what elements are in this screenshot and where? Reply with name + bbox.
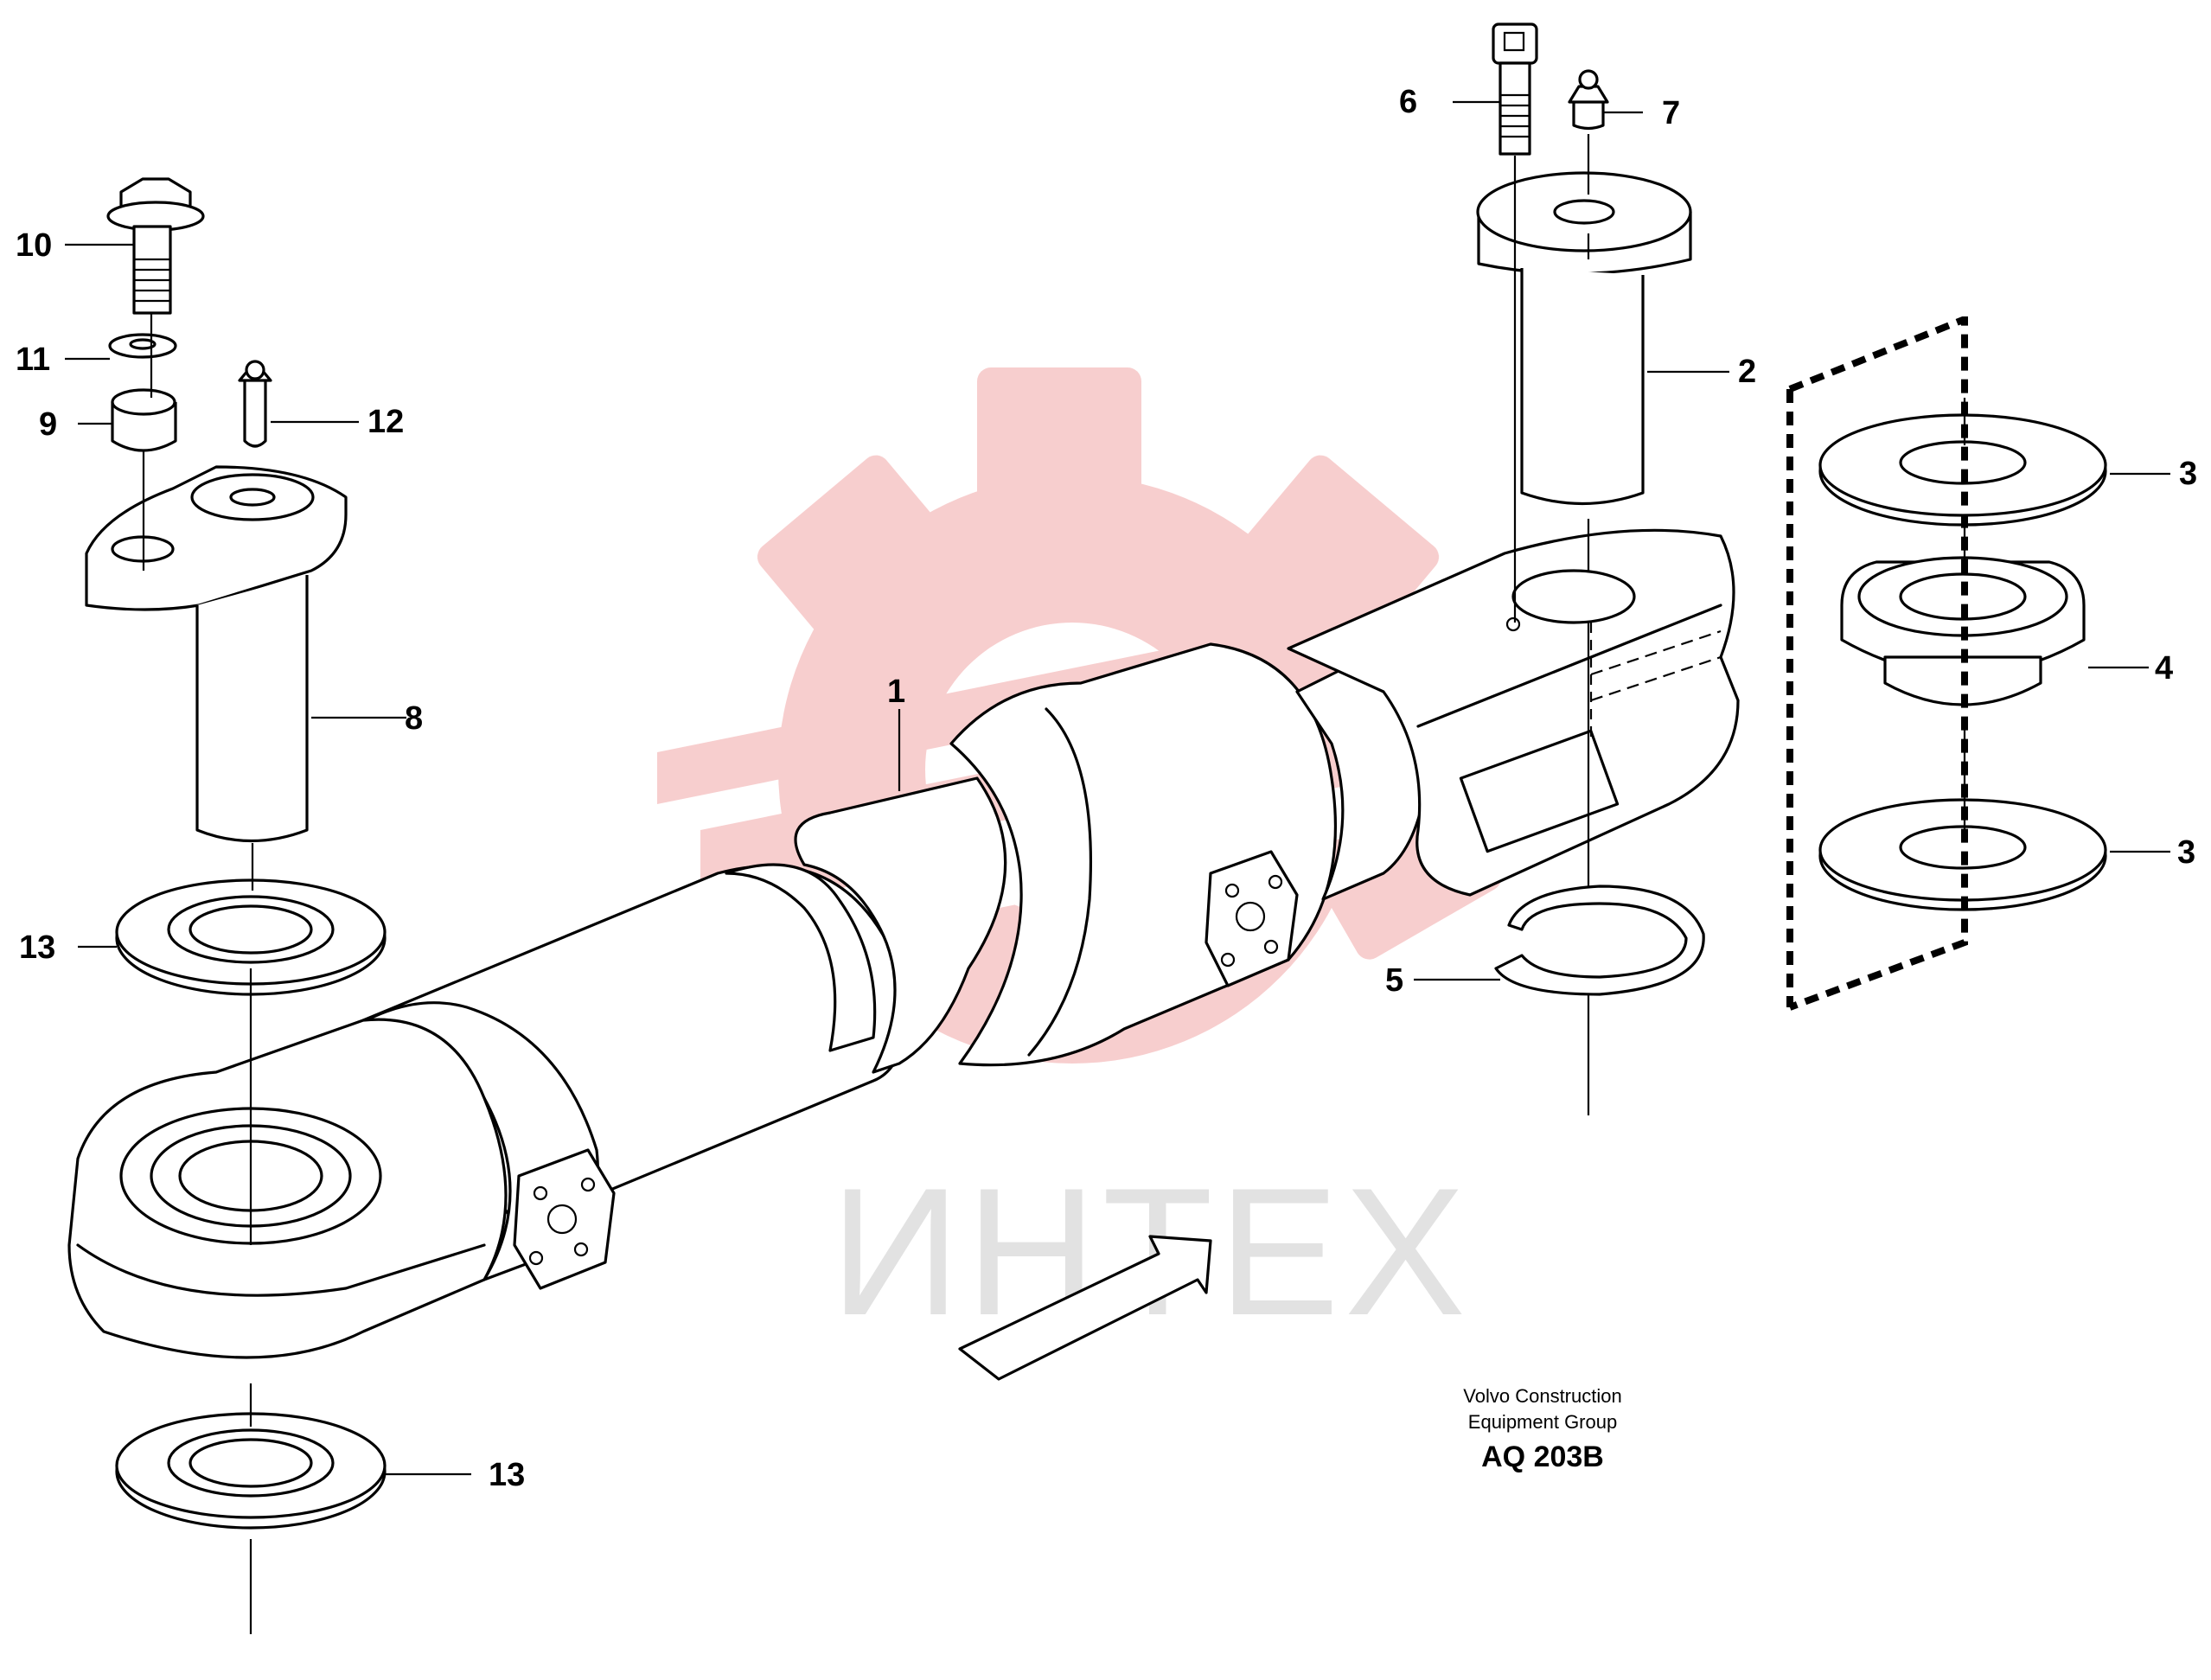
washer-11 [108, 333, 177, 359]
caption-line2: Equipment Group [1468, 1411, 1617, 1433]
seal-ring-13-top [115, 878, 387, 996]
caption-code: AQ 203B [1481, 1440, 1604, 1473]
callout-3-bottom: 3 [2177, 834, 2195, 871]
callout-9: 9 [39, 406, 57, 443]
lock-plate-pin-8 [85, 465, 348, 843]
callout-13-bottom: 13 [489, 1457, 525, 1493]
bearing-set-3-4 [1818, 413, 2107, 911]
callout-5: 5 [1385, 962, 1403, 999]
hydraulic-cylinder [67, 528, 1740, 1359]
pin-2 [1476, 171, 1692, 506]
circlip-5 [1494, 885, 1705, 996]
callout-8: 8 [405, 700, 423, 737]
callout-6: 6 [1399, 84, 1417, 120]
callout-1: 1 [887, 674, 905, 710]
callout-13-top: 13 [19, 929, 55, 966]
callout-10: 10 [16, 227, 52, 264]
callout-2: 2 [1738, 354, 1756, 390]
callout-12: 12 [367, 404, 404, 440]
alignment-lines [142, 134, 1966, 1634]
grease-nipple-7 [1568, 69, 1609, 131]
bearing-kit-bracket [1786, 316, 1968, 1011]
watermark-text: ИНТЕХ [830, 1150, 1471, 1353]
leader-lines [65, 100, 2170, 1476]
callout-7: 7 [1662, 95, 1680, 131]
direction-arrow [958, 1235, 1212, 1381]
spacer-9 [111, 388, 177, 452]
caption-line1: Volvo Construction [1463, 1385, 1621, 1407]
callout-3-top: 3 [2179, 456, 2197, 492]
callout-labels: 1 2 3 3 4 5 6 7 8 9 10 11 12 13 13 [16, 84, 2197, 1493]
seal-ring-13-bottom [115, 1412, 387, 1530]
caption: Volvo Construction Equipment Group AQ 20… [1463, 1385, 1621, 1473]
screw-6 [1492, 22, 1538, 156]
callout-11: 11 [16, 342, 50, 378]
grease-nipple-12 [238, 360, 272, 448]
callout-4: 4 [2155, 650, 2173, 687]
bolt-10 [106, 177, 205, 315]
